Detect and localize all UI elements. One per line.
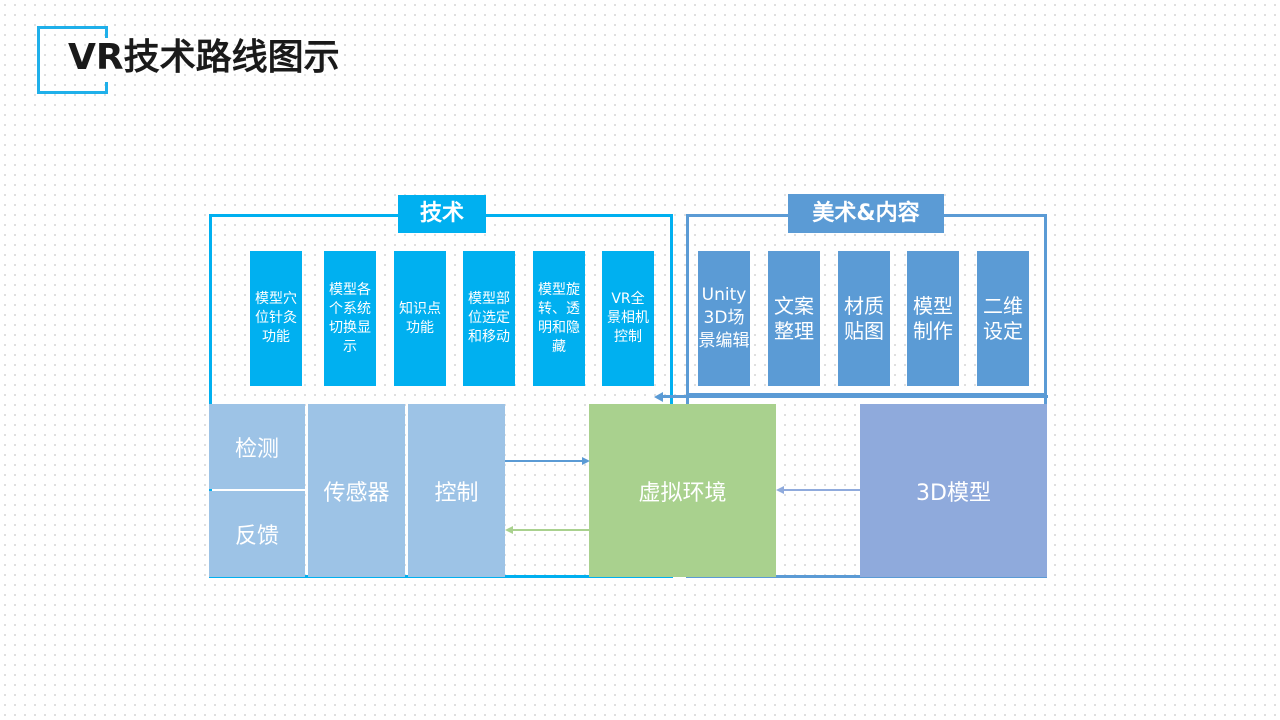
tech-item-knowledge: 知识点功能 <box>394 251 446 386</box>
tech-item-acupuncture: 模型穴位针灸功能 <box>250 251 302 386</box>
tech-item-rotate-hide: 模型旋转、透明和隐藏 <box>533 251 585 386</box>
art-item-2d-design: 二维设定 <box>977 251 1029 386</box>
art-group-divider <box>686 393 1047 396</box>
art-item-modeling: 模型制作 <box>907 251 959 386</box>
art-to-tech-connector <box>662 395 1048 398</box>
tech-item-vr-camera: VR全景相机控制 <box>602 251 654 386</box>
model-3d-block: 3D模型 <box>860 404 1047 577</box>
sensor-block: 传感器 <box>308 404 405 577</box>
sensor-label: 传感器 <box>323 480 390 506</box>
virtual-env-block: 虚拟环境 <box>589 404 776 577</box>
virtual-env-label: 虚拟环境 <box>638 480 727 506</box>
detect-label: 检测 <box>234 436 279 462</box>
env-to-control-arrow <box>512 529 589 531</box>
model-to-env-arrow <box>783 489 860 491</box>
tech-item-part-select: 模型部位选定和移动 <box>463 251 515 386</box>
tech-group-label: 技术 <box>398 195 486 233</box>
title-bracket-decoration <box>37 26 108 94</box>
detect-block: 检测 <box>209 404 305 489</box>
control-to-env-arrow <box>505 460 583 462</box>
feedback-label: 反馈 <box>234 524 279 549</box>
control-label: 控制 <box>434 480 479 506</box>
art-item-unity-scene: Unity 3D场景编辑 <box>698 251 750 386</box>
tech-item-system-switch: 模型各个系统切换显示 <box>324 251 376 386</box>
art-item-copywriting: 文案整理 <box>768 251 820 386</box>
page-title: VR技术路线图示 <box>68 37 340 78</box>
arrow-left-icon <box>654 392 663 402</box>
arrow-right-icon <box>582 457 590 465</box>
art-group-label: 美术&内容 <box>788 194 944 233</box>
arrow-left-icon <box>776 486 784 494</box>
model-3d-label: 3D模型 <box>916 480 991 506</box>
art-item-textures: 材质贴图 <box>838 251 890 386</box>
feedback-block: 反馈 <box>209 491 305 577</box>
arrow-left-icon <box>505 526 513 534</box>
control-block: 控制 <box>408 404 505 577</box>
